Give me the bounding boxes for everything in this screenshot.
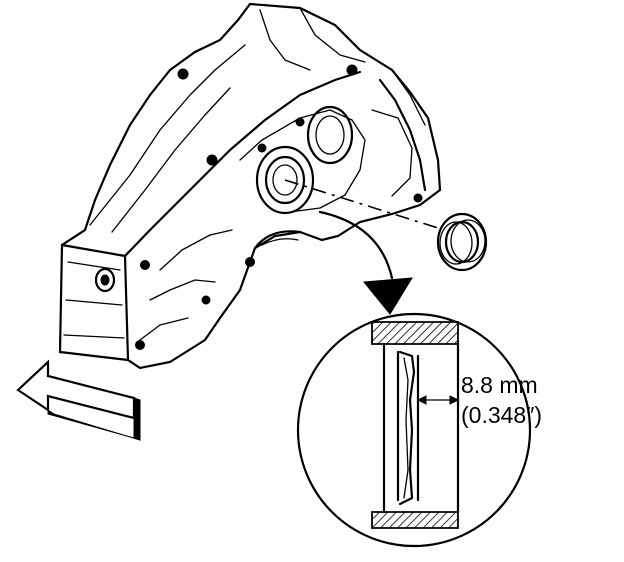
centerline [284, 179, 471, 239]
engine-front-cover [58, 2, 442, 370]
seal-depth-detail [296, 312, 532, 548]
seal-depth-metric: 8.8 mm [461, 372, 538, 398]
front-direction-arrow [16, 359, 141, 441]
seal-depth-imperial: (0.348″) [461, 402, 543, 428]
detail-callout-arrow [318, 210, 413, 315]
crankshaft-oil-seal [436, 212, 488, 272]
